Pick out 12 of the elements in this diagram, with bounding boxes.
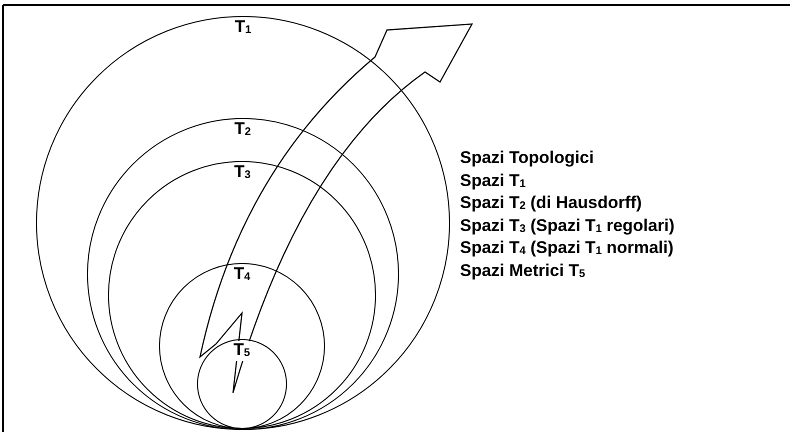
nested-circle xyxy=(108,161,376,430)
legend-text: Spazi T$_{1}$ xyxy=(460,170,526,190)
legend-text: Spazi Topologici xyxy=(460,148,594,168)
legend-text: Spazi Metrici T$_{5}$ xyxy=(460,260,586,280)
nested-circle xyxy=(36,16,450,430)
legend-text: Spazi T$_{3}$ (Spazi T$_{1}$ regolari) xyxy=(460,216,674,236)
legend-text: Spazi T$_{4}$ (Spazi T$_{1}$ normali) xyxy=(460,238,674,258)
nested-circle xyxy=(196,338,287,429)
nested-circle xyxy=(86,118,399,430)
legend-text: Spazi T$_{2}$ (di Hausdorff) xyxy=(460,193,642,213)
nested-circle xyxy=(159,263,326,430)
circle-label: T$_{5}$ xyxy=(233,340,250,361)
